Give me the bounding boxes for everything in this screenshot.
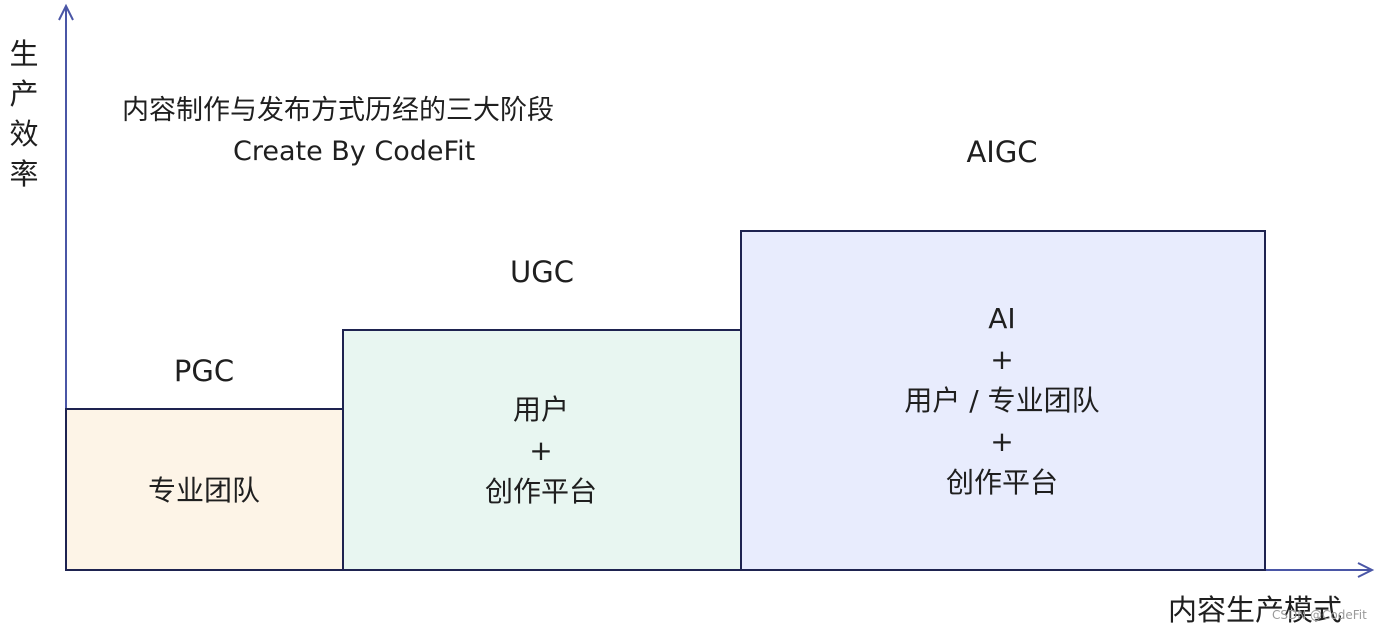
stage-content-aigc: AI + 用户 / 专业团队 + 创作平台: [882, 298, 1122, 503]
stage-box-aigc: [740, 230, 1266, 571]
stage-name-pgc: PGC: [173, 354, 235, 388]
stage-name-aigc: AIGC: [966, 135, 1038, 169]
diagram-title: 内容制作与发布方式历经的三大阶段: [122, 95, 554, 126]
stage-content-line: AI: [988, 302, 1016, 335]
watermark: CSDN @CodeFit: [1272, 608, 1367, 622]
y-axis-label: 生 产 效 率: [4, 34, 44, 194]
stage-box-ugc: [342, 329, 742, 571]
stage-content-line: 用户 / 专业团队: [904, 384, 1100, 417]
diagram-subtitle: Create By CodeFit: [233, 136, 476, 167]
x-axis-label: 内容生产模式: [1168, 593, 1343, 627]
y-axis-label-char: 产: [9, 77, 39, 111]
x-axis-arrow: [1357, 562, 1375, 578]
stage-content-line: +: [990, 343, 1014, 376]
y-axis-label-char: 生: [9, 37, 39, 71]
stage-content-line: 创作平台: [484, 475, 597, 508]
stage-content-line: +: [529, 434, 553, 467]
y-axis-label-char: 效: [9, 117, 39, 151]
y-axis-label-char: 率: [9, 157, 39, 191]
stage-name-ugc: UGC: [510, 255, 574, 289]
stage-content-line: 创作平台: [945, 466, 1058, 499]
stage-content-line: 用户: [512, 393, 569, 426]
stage-box-pgc: [65, 408, 344, 571]
y-axis-arrow: [58, 3, 74, 21]
stage-content-line: +: [990, 425, 1014, 458]
stage-content-ugc: 用户 + 创作平台: [441, 389, 641, 512]
stage-content-pgc: 专业团队: [104, 470, 304, 511]
stage-content-line: 专业团队: [147, 474, 260, 507]
